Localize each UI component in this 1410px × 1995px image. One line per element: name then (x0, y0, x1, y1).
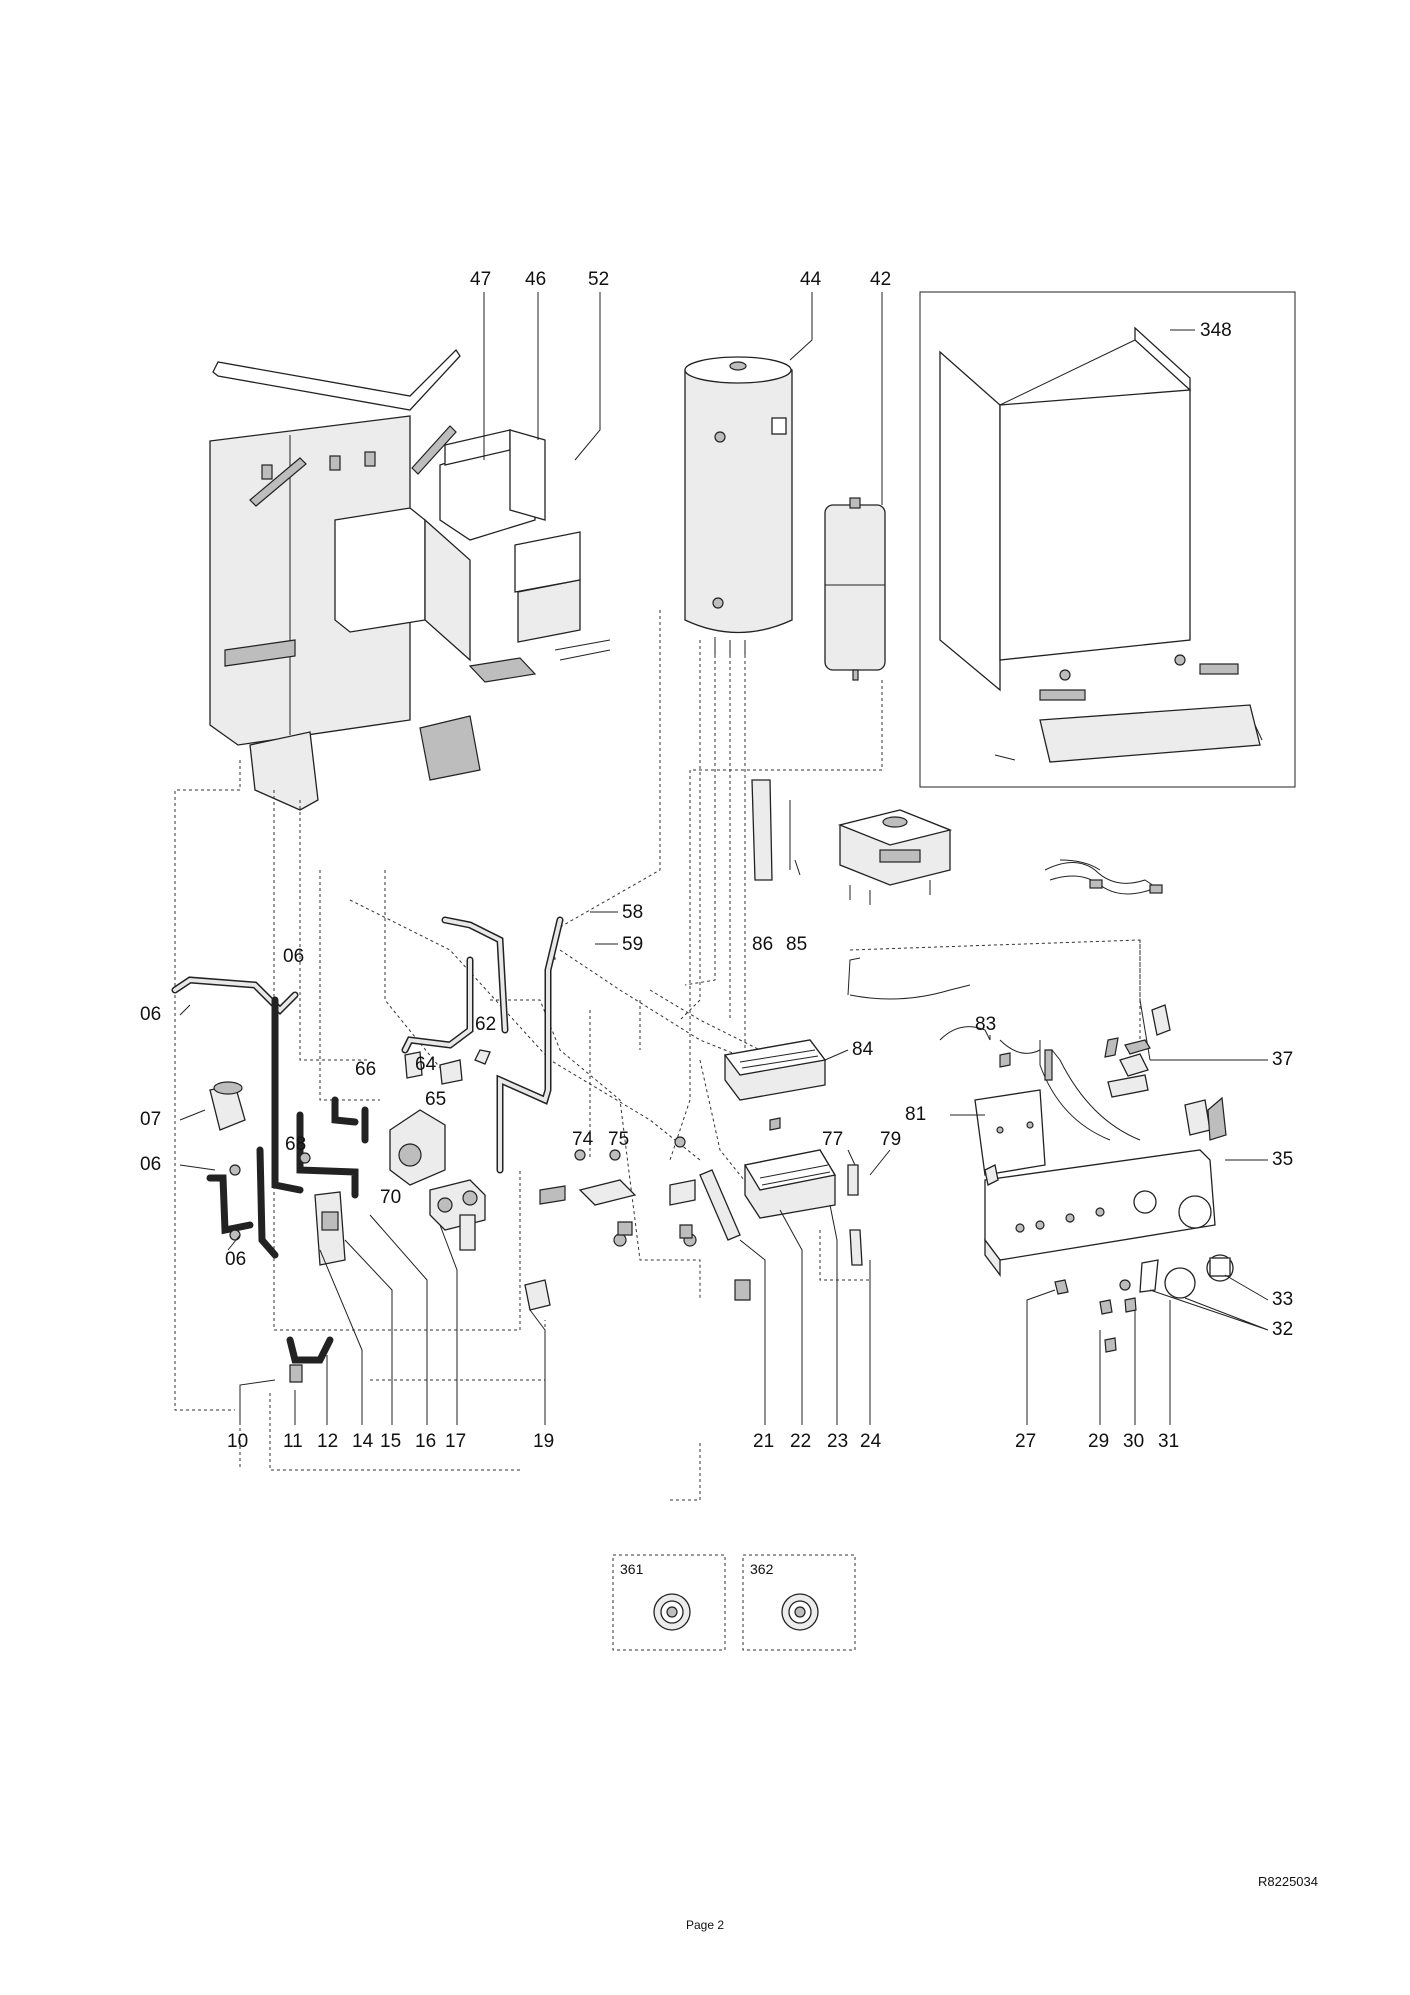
expansion-vessel (824, 497, 886, 681)
label-74: 74 (572, 1129, 594, 1150)
label-77: 77 (822, 1129, 843, 1150)
label-14: 14 (352, 1431, 374, 1452)
right-components (699, 779, 1234, 1353)
hot-water-cylinder (684, 356, 793, 655)
label-23: 23 (827, 1431, 848, 1452)
label-21: 21 (753, 1431, 774, 1452)
label-31: 31 (1158, 1431, 1179, 1452)
label-68: 68 (285, 1134, 306, 1155)
top-labels: 47 46 52 44 42 (470, 269, 891, 505)
page-number: Page 2 (685, 1918, 725, 1932)
document-reference: R8225034 (1258, 1874, 1318, 1889)
label-62: 62 (475, 1014, 496, 1035)
optional-part-361: 361 (612, 1554, 726, 1651)
label-07: 07 (140, 1109, 161, 1130)
label-33: 33 (1272, 1289, 1293, 1310)
label-64: 64 (415, 1054, 437, 1075)
label-83: 83 (975, 1014, 996, 1035)
label-70: 70 (380, 1187, 401, 1208)
label-42: 42 (870, 269, 891, 290)
label-15: 15 (380, 1431, 401, 1452)
label-32: 32 (1272, 1319, 1293, 1340)
bottom-labels: 10 11 12 14 15 16 17 19 21 22 23 24 27 2… (227, 1204, 1179, 1452)
label-19: 19 (533, 1431, 554, 1452)
label-06-b: 06 (140, 1004, 161, 1025)
right-labels: 86 85 83 84 37 81 77 79 35 33 32 (752, 934, 1293, 1340)
back-frame-assembly (209, 348, 461, 811)
label-35: 35 (1272, 1149, 1293, 1170)
label-66: 66 (355, 1059, 376, 1080)
label-58: 58 (622, 902, 643, 923)
label-46: 46 (525, 269, 546, 290)
hydraulic-components (209, 1049, 751, 1383)
label-06-c: 06 (140, 1154, 161, 1175)
label-30: 30 (1123, 1431, 1144, 1452)
label-65: 65 (425, 1089, 446, 1110)
label-84: 84 (852, 1039, 874, 1060)
dashed-routing (174, 610, 1141, 1501)
label-12: 12 (317, 1431, 338, 1452)
label-24: 24 (860, 1431, 882, 1452)
label-27: 27 (1015, 1431, 1036, 1452)
label-17: 17 (445, 1431, 466, 1452)
optional-part-362: 362 (742, 1554, 856, 1651)
label-52: 52 (588, 269, 609, 290)
label-37: 37 (1272, 1049, 1293, 1070)
optional-part-code: 361 (620, 1561, 644, 1577)
label-86: 86 (752, 934, 773, 955)
label-59: 59 (622, 934, 643, 955)
label-47: 47 (470, 269, 491, 290)
label-22: 22 (790, 1431, 811, 1452)
optional-part-code: 362 (750, 1561, 774, 1577)
label-44: 44 (800, 269, 822, 290)
left-labels: 06 06 07 06 06 68 66 62 64 65 70 58 59 7… (140, 902, 643, 1270)
label-79: 79 (880, 1129, 901, 1150)
wiring-harness (847, 859, 1163, 1141)
label-29: 29 (1088, 1431, 1109, 1452)
label-75: 75 (608, 1129, 629, 1150)
control-box (837, 809, 953, 905)
label-06-a: 06 (283, 946, 304, 967)
label-348: 348 (1200, 320, 1232, 341)
pipework (171, 916, 564, 1364)
label-81: 81 (905, 1104, 926, 1125)
label-16: 16 (415, 1431, 436, 1452)
label-85: 85 (786, 934, 807, 955)
combustion-chamber-assembly (334, 429, 611, 781)
label-10: 10 (227, 1431, 248, 1452)
label-06-d: 06 (225, 1249, 246, 1270)
casing-inset: 348 (919, 291, 1296, 788)
label-11: 11 (283, 1431, 303, 1452)
